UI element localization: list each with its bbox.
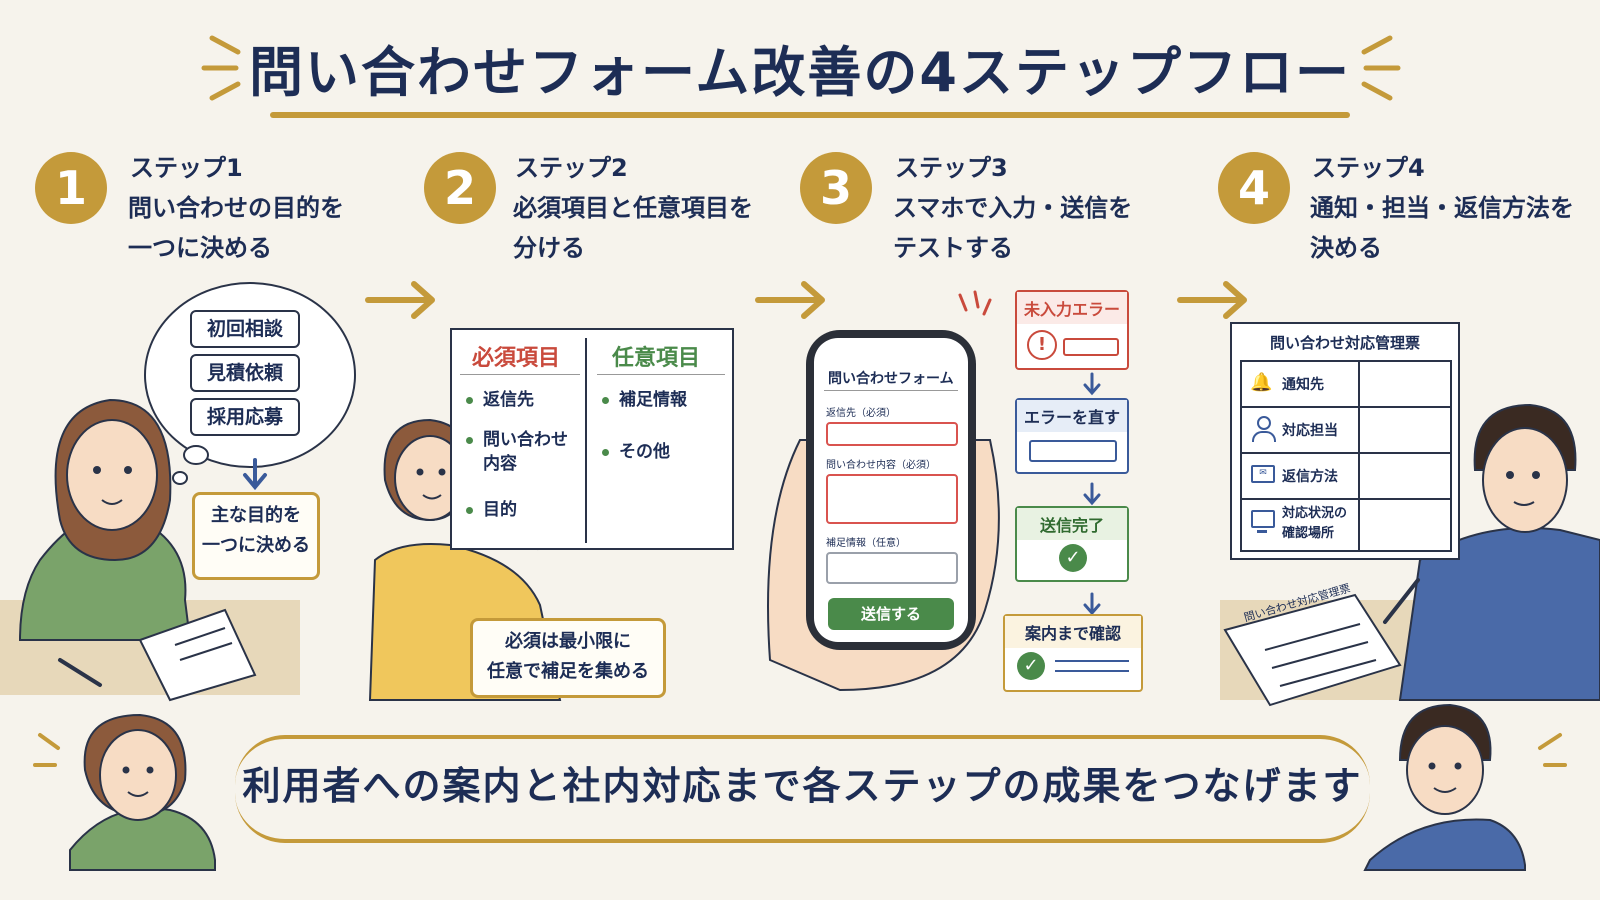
form-title: 問い合わせフォーム — [828, 371, 954, 387]
smartphone: 問い合わせフォーム 返信先（必須） 問い合わせ内容（必須） 補足情報（任意） 送… — [806, 330, 976, 650]
alert-marks-icon — [958, 290, 992, 316]
flow-fix: エラーを直す — [1015, 398, 1129, 474]
bullet-icon — [466, 396, 473, 404]
option-box: 初回相談 — [190, 310, 300, 348]
person-icon — [1252, 416, 1276, 442]
required-item: 目的 — [466, 498, 517, 522]
step4-label: ステップ4 — [1312, 154, 1425, 182]
step3-label: ステップ3 — [895, 154, 1008, 182]
sparkle-right-icon — [1361, 35, 1401, 101]
bullet-icon — [466, 506, 473, 514]
step3-number: 3 — [800, 152, 872, 224]
summary-banner-text: 利用者への案内と社内対応まで各ステップの成果をつなげます — [242, 764, 1363, 808]
items-panel: 必須項目 任意項目 返信先 問い合わせ 内容 目的 補足情報 その他 — [450, 328, 734, 550]
flow-complete: 送信完了 ✓ — [1015, 506, 1129, 582]
row-label: 対応状況の 確認場所 — [1282, 506, 1348, 541]
optional-item: 補足情報 — [602, 388, 687, 412]
bullet-icon — [602, 396, 609, 404]
arrow-down-icon — [243, 458, 267, 491]
error-field — [1063, 338, 1119, 356]
sparkle-icon — [33, 733, 60, 767]
step1-number: 1 — [35, 152, 107, 224]
sheet-title: 問い合わせ対応管理票 — [1269, 334, 1420, 352]
field-label: 補足情報（任意） — [826, 538, 906, 549]
optional-header: 任意項目 — [612, 346, 701, 371]
field-label: 返信先（必須） — [826, 408, 896, 419]
flow-complete-label: 送信完了 — [1017, 508, 1127, 540]
check-icon: ✓ — [1017, 652, 1045, 680]
phone-screen: 問い合わせフォーム 返信先（必須） 問い合わせ内容（必須） 補足情報（任意） 送… — [814, 338, 968, 642]
step2-label: ステップ2 — [515, 154, 628, 182]
divider — [824, 390, 958, 391]
step1-label: ステップ1 — [130, 154, 243, 182]
title-underline — [270, 112, 1350, 118]
required-item: 問い合わせ 内容 — [466, 428, 568, 476]
flow-error-label: 未入力エラー — [1017, 292, 1127, 324]
required-item: 返信先 — [466, 388, 534, 412]
management-sheet: 問い合わせ対応管理票 🔔 通知先 対応担当 ✉ 返信方法 対応状況の 確認場所 — [1230, 322, 1460, 560]
summary-banner-frame — [235, 735, 1370, 843]
option-box: 採用応募 — [190, 398, 300, 436]
step1-desc: 問い合わせの目的を 一つに決める — [128, 194, 344, 262]
option-box: 見積依頼 — [190, 354, 300, 392]
content-input[interactable] — [826, 474, 958, 524]
bullet-icon — [602, 448, 609, 456]
row-label: 通知先 — [1282, 377, 1324, 393]
text-line — [1055, 670, 1129, 672]
text-line — [1055, 660, 1129, 662]
bell-icon: 🔔 — [1250, 372, 1273, 393]
bullet-icon — [466, 436, 473, 444]
mail-icon: ✉ — [1251, 465, 1275, 483]
divider — [1242, 406, 1450, 408]
pen-icon — [58, 658, 102, 687]
step4-desc: 通知・担当・返信方法を 決める — [1310, 194, 1574, 262]
divider — [1358, 362, 1360, 550]
exclamation-icon: ! — [1027, 330, 1057, 360]
row-label: 返信方法 — [1282, 469, 1338, 485]
submit-button[interactable]: 送信する — [828, 598, 954, 630]
reply-input[interactable] — [826, 422, 958, 446]
document-step1 — [138, 608, 257, 702]
pen-icon — [1383, 578, 1420, 624]
divider — [1242, 452, 1450, 454]
step4-number: 4 — [1218, 152, 1290, 224]
divider — [585, 338, 587, 543]
sparkle-left-icon — [201, 35, 241, 101]
arrow-right-icon — [365, 281, 435, 319]
arrow-right-icon — [755, 281, 825, 319]
required-header: 必須項目 — [472, 346, 561, 371]
divider — [597, 374, 725, 375]
step2-note: 必須は最小限に 任意で補足を集める — [470, 618, 666, 698]
sparkle-icon — [1538, 733, 1567, 767]
step2-desc: 必須項目と任意項目を 分ける — [513, 194, 753, 262]
step2-number: 2 — [424, 152, 496, 224]
arrow-right-icon — [1177, 281, 1247, 319]
row-label: 対応担当 — [1282, 423, 1338, 439]
optional-item: その他 — [602, 440, 670, 464]
fixed-field — [1029, 440, 1117, 462]
step3-desc: スマホで入力・送信を テストする — [893, 194, 1133, 262]
person-bottom-left — [69, 713, 216, 871]
divider — [1242, 498, 1450, 500]
flow-confirm-label: 案内まで確認 — [1005, 616, 1141, 648]
page-title: 問い合わせフォーム改善の4ステップフロー — [249, 41, 1351, 104]
monitor-icon — [1251, 510, 1275, 533]
divider — [460, 374, 580, 375]
person-bottom-right — [1363, 703, 1526, 871]
flow-error: 未入力エラー ! — [1015, 290, 1129, 370]
flow-fix-label: エラーを直す — [1017, 400, 1127, 432]
field-label: 問い合わせ内容（必須） — [826, 460, 936, 471]
person-step1 — [18, 398, 192, 641]
sheet-table: 🔔 通知先 対応担当 ✉ 返信方法 対応状況の 確認場所 — [1240, 360, 1452, 552]
document-step4 — [1223, 593, 1402, 707]
step1-note: 主な目的を 一つに決める — [192, 492, 320, 580]
flow-arrows — [1083, 372, 1101, 616]
flow-confirm: 案内まで確認 ✓ — [1003, 614, 1143, 692]
supplement-input[interactable] — [826, 552, 958, 584]
check-icon: ✓ — [1059, 544, 1087, 572]
